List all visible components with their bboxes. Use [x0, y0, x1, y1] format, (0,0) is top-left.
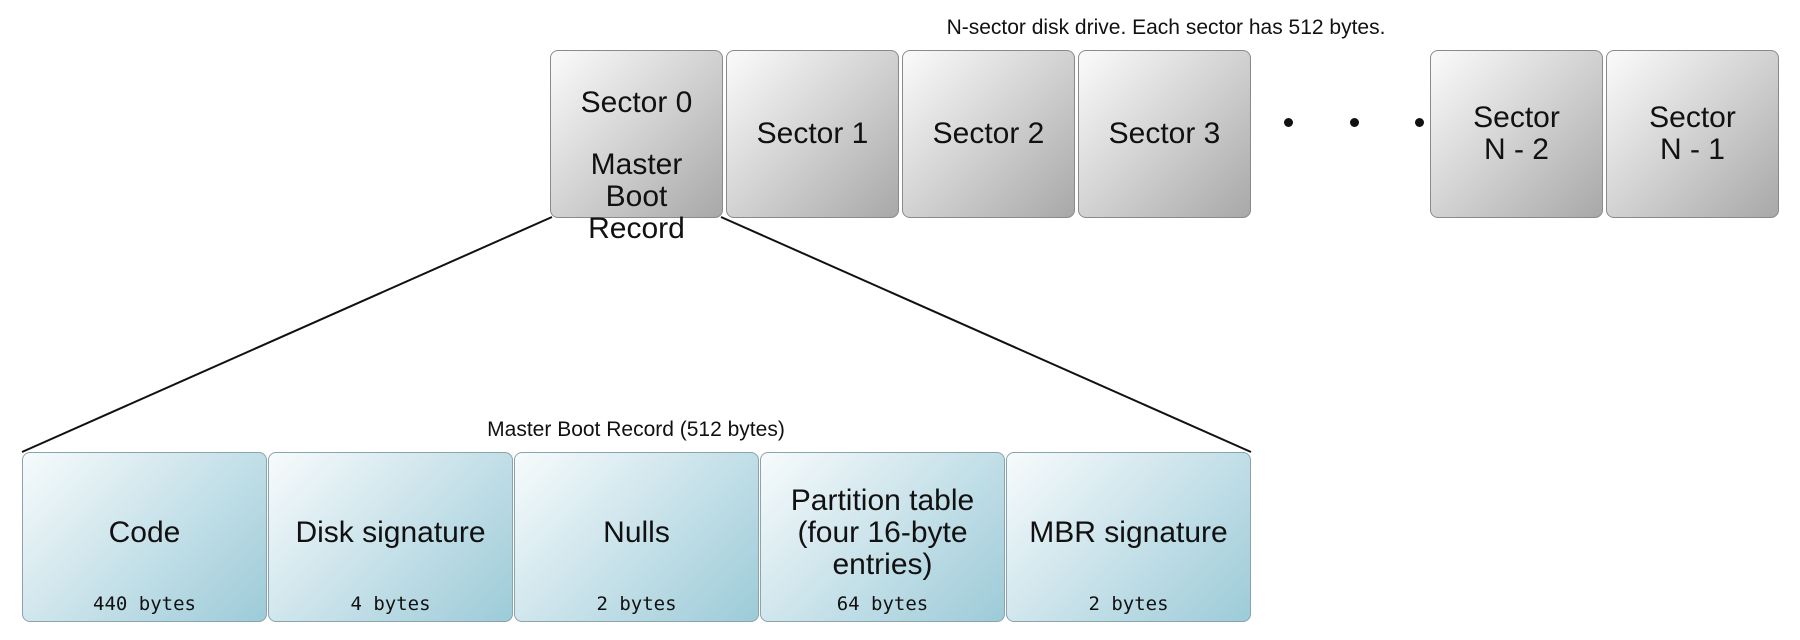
- mbr-field-mbr-signature: MBR signature 2 bytes: [1006, 452, 1251, 622]
- sector-n-minus-2: Sector N - 2: [1430, 50, 1603, 218]
- mbr-field-code: Code 440 bytes: [22, 452, 267, 622]
- sector-n-minus-2-label: Sector N - 2: [1473, 101, 1560, 166]
- mbr-caption: Master Boot Record (512 bytes): [487, 418, 785, 441]
- sector-1: Sector 1: [726, 50, 899, 218]
- ellipsis-dot: [1284, 118, 1293, 127]
- sector-ellipsis: [1284, 118, 1424, 127]
- sector-2-label: Sector 2: [932, 117, 1045, 150]
- sector-3-label: Sector 3: [1108, 117, 1221, 150]
- mbr-field-name: Code: [108, 516, 181, 549]
- expansion-line-right: [720, 216, 1252, 453]
- drive-caption: N-sector disk drive. Each sector has 512…: [946, 16, 1386, 39]
- sector-0-subtitle: Master Boot Record: [588, 148, 685, 245]
- mbr-field-size: 64 bytes: [836, 593, 929, 615]
- mbr-field-partition-table: Partition table (four 16-byte entries) 6…: [760, 452, 1005, 622]
- sector-n-minus-1-label: Sector N - 1: [1649, 101, 1736, 166]
- sector-0-label: Sector 0 Master Boot Record: [581, 51, 693, 277]
- ellipsis-dot: [1415, 118, 1424, 127]
- sector-2: Sector 2: [902, 50, 1075, 218]
- expansion-line-left: [21, 216, 553, 453]
- mbr-field-size: 2 bytes: [1088, 593, 1169, 615]
- sector-n-minus-1: Sector N - 1: [1606, 50, 1779, 218]
- mbr-field-name: Nulls: [603, 516, 670, 549]
- ellipsis-dot: [1349, 118, 1359, 127]
- sector-0-title: Sector 0: [580, 86, 693, 119]
- mbr-field-name: Partition table (four 16-byte entries): [790, 484, 975, 581]
- sector-3: Sector 3: [1078, 50, 1251, 218]
- mbr-field-name: MBR signature: [1029, 516, 1228, 549]
- mbr-field-size: 4 bytes: [350, 593, 431, 615]
- mbr-field-size: 440 bytes: [93, 593, 196, 615]
- mbr-field-disk-signature: Disk signature 4 bytes: [268, 452, 513, 622]
- mbr-field-nulls: Nulls 2 bytes: [514, 452, 759, 622]
- mbr-field-size: 2 bytes: [596, 593, 677, 615]
- sector-0: Sector 0 Master Boot Record: [550, 50, 723, 245]
- mbr-field-name: Disk signature: [295, 516, 486, 549]
- sector-1-label: Sector 1: [756, 117, 869, 150]
